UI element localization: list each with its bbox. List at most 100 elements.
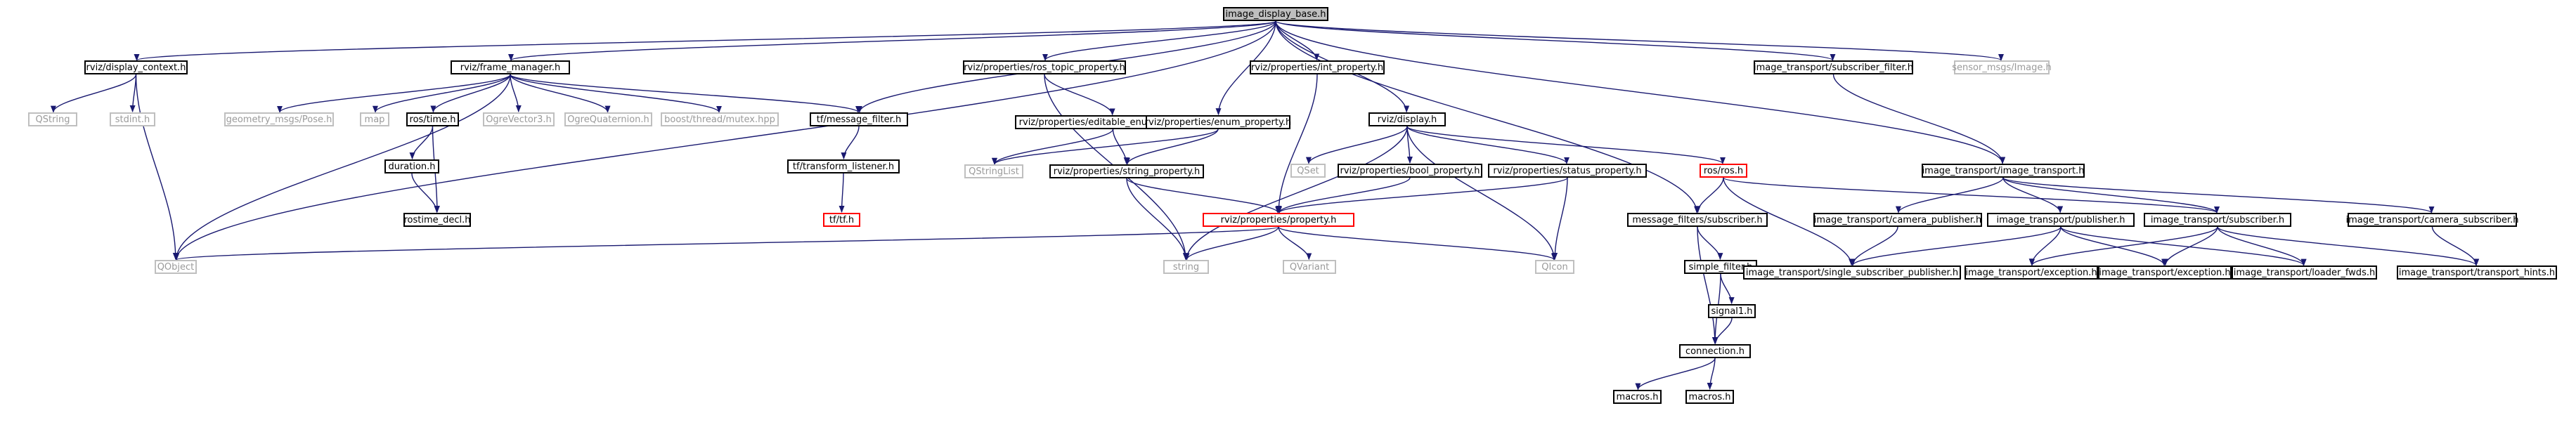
edge-tflistener-to-tftf xyxy=(839,173,845,214)
edge-display-to-statusprop xyxy=(1406,126,1569,164)
graph-node-tfmsgfilter[interactable]: tf/message_filter.h xyxy=(810,112,908,126)
graph-node-rostopic[interactable]: rviz/properties/ros_topic_property.h xyxy=(963,60,1126,74)
graph-node-root[interactable]: image_display_base.h xyxy=(1223,7,1328,21)
edge-rosh-to-sub xyxy=(1723,177,2220,214)
edge-boolprop-to-property xyxy=(1276,177,1411,214)
edge-dispctx-to-stdint xyxy=(129,74,137,113)
edge-enumprop-to-qstringlist xyxy=(992,129,1219,165)
edge-root-to-framemgr xyxy=(508,20,1276,61)
edge-framemgr-to-boostmutex xyxy=(510,74,722,113)
edge-root-to-sensorimg xyxy=(1275,20,2004,61)
edge-dispctx-to-qobject xyxy=(135,74,179,261)
edge-connection-to-macros1 xyxy=(1635,358,1716,391)
edge-imgtransport-to-pub xyxy=(2002,177,2064,214)
edge-editenum-to-qstringlist xyxy=(992,129,1114,165)
edge-imgtransport-to-campub xyxy=(1896,177,2004,214)
edge-root-to-dispctx xyxy=(134,20,1276,61)
edge-enumprop-to-strprop xyxy=(1124,129,1219,165)
graph-node-ogrequat: OgreQuaternion.h xyxy=(564,112,652,126)
edge-statusprop-to-qicon xyxy=(1552,177,1568,261)
edge-framemgr-to-map xyxy=(373,74,511,113)
graph-node-strprop[interactable]: rviz/properties/string_property.h xyxy=(1049,164,1204,178)
graph-node-signal1[interactable]: signal1.h xyxy=(1708,304,1756,318)
graph-node-pub[interactable]: image_transport/publisher.h xyxy=(1987,213,2135,227)
graph-node-map: map xyxy=(360,112,389,126)
edge-msgfiltsub-to-simplefilter xyxy=(1697,226,1723,261)
graph-node-enumprop[interactable]: rviz/properties/enum_property.h xyxy=(1145,115,1291,129)
graph-node-boostmutex: boost/thread/mutex.hpp xyxy=(661,112,779,126)
graph-node-boolprop[interactable]: rviz/properties/bool_property.h xyxy=(1338,164,1482,178)
edge-property-to-qobject xyxy=(174,226,1279,261)
edge-camsub-to-transporthints xyxy=(2431,226,2480,266)
graph-node-qobject: QObject xyxy=(155,260,197,274)
edge-campub-to-singlesubpub xyxy=(1849,226,1898,266)
edge-root-to-msgfiltsub xyxy=(1275,20,1700,214)
graph-node-sub[interactable]: image_transport/subscriber.h xyxy=(2144,213,2291,227)
graph-node-campub[interactable]: image_transport/camera_publisher.h xyxy=(1813,213,1982,227)
graph-node-qicon: QIcon xyxy=(1535,260,1574,274)
graph-node-ogrevec: OgreVector3.h xyxy=(483,112,555,126)
edge-tfmsgfilter-to-tflistener xyxy=(841,126,860,160)
edge-display-to-qicon xyxy=(1406,126,1558,261)
graph-node-framemgr[interactable]: rviz/frame_manager.h xyxy=(451,60,570,74)
graph-node-tflistener[interactable]: tf/transform_listener.h xyxy=(787,159,900,173)
graph-node-display[interactable]: rviz/display.h xyxy=(1368,112,1446,126)
graph-node-simplefilter[interactable]: simple_filter.h xyxy=(1684,260,1757,274)
edge-subfilter-to-imgtransport xyxy=(1832,74,2006,164)
graph-node-sensorimg: sensor_msgs/Image.h xyxy=(1952,60,2052,74)
graph-node-msgfiltsub[interactable]: message_filters/subscriber.h xyxy=(1627,213,1768,227)
edge-framemgr-to-ogrevec xyxy=(510,74,522,113)
edge-pub-to-exc2 xyxy=(2060,226,2167,266)
edge-root-to-enumprop xyxy=(1215,20,1276,116)
graph-node-rosh[interactable]: ros/ros.h xyxy=(1700,164,1747,178)
graph-node-exc1[interactable]: image_transport/exception.h xyxy=(1965,265,2098,280)
graph-node-macros1[interactable]: macros.h xyxy=(1613,390,1662,404)
edge-framemgr-to-tfmsgfilter xyxy=(510,74,861,113)
edge-intprop-to-property xyxy=(1276,74,1318,214)
graph-node-connection[interactable]: connection.h xyxy=(1679,344,1751,358)
edge-pub-to-singlesubpub xyxy=(1850,226,2062,266)
edge-root-to-imgtransport xyxy=(1275,20,2005,164)
graph-node-rostimedecl[interactable]: rostime_decl.h xyxy=(403,213,471,227)
graph-node-qstringlist: QStringList xyxy=(964,164,1023,178)
edge-sub-to-loaderfwds xyxy=(2217,226,2307,266)
graph-node-loaderfwds[interactable]: image_transport/loader_fwds.h xyxy=(2232,265,2377,280)
edge-sub-to-exc2 xyxy=(2162,226,2218,266)
edge-signal1-to-connection xyxy=(1712,317,1733,345)
edge-root-to-subfilter xyxy=(1275,20,1836,61)
graph-node-qstring: QString xyxy=(28,112,77,126)
graph-node-rostime[interactable]: ros/time.h xyxy=(406,112,459,126)
edge-property-to-qvariant xyxy=(1278,226,1312,261)
graph-node-statusprop[interactable]: rviz/properties/status_property.h xyxy=(1488,164,1647,178)
edge-sub-to-exc1 xyxy=(2029,226,2218,266)
graph-node-duration[interactable]: duration.h xyxy=(384,159,439,173)
edge-simplefilter-to-signal1 xyxy=(1720,273,1735,305)
edge-layer xyxy=(50,20,2480,391)
graph-node-intprop[interactable]: rviz/properties/int_property.h xyxy=(1250,60,1385,74)
edge-display-to-string xyxy=(1184,126,1408,261)
graph-node-macros2[interactable]: macros.h xyxy=(1685,390,1734,404)
graph-node-property[interactable]: rviz/properties/property.h xyxy=(1203,213,1354,227)
graph-node-exc2[interactable]: image_transport/exception.h xyxy=(2098,265,2232,280)
graph-node-stdint: stdint.h xyxy=(110,112,155,126)
edge-editenum-to-strprop xyxy=(1112,129,1130,165)
graph-node-tftf[interactable]: tf/tf.h xyxy=(823,213,860,227)
graph-node-transporthints[interactable]: image_transport/transport_hints.h xyxy=(2397,265,2557,280)
edge-display-to-qset xyxy=(1306,126,1408,164)
graph-node-dispctx[interactable]: rviz/display_context.h xyxy=(84,60,188,74)
edge-pub-to-loaderfwds xyxy=(2060,226,2307,266)
edge-framemgr-to-ogrequat xyxy=(510,74,611,113)
edge-framemgr-to-qobject xyxy=(173,74,511,261)
edge-msgfiltsub-to-connection xyxy=(1697,226,1718,345)
edge-dispctx-to-qstring xyxy=(50,74,137,113)
edge-imgtransport-to-camsub xyxy=(2002,177,2435,214)
edge-property-to-string xyxy=(1184,226,1279,261)
edge-duration-to-rostimedecl xyxy=(411,173,440,214)
edge-framemgr-to-geompose xyxy=(277,74,511,113)
graph-node-subfilter[interactable]: image_transport/subscriber_filter.h xyxy=(1754,60,1913,74)
edge-sub-to-transporthints xyxy=(2217,226,2479,266)
edge-rosh-to-msgfiltsub xyxy=(1695,177,1724,214)
graph-node-singlesubpub[interactable]: image_transport/single_subscriber_publis… xyxy=(1743,265,1961,280)
graph-node-camsub[interactable]: image_transport/camera_subscriber.h xyxy=(2346,213,2518,227)
graph-node-imgtransport[interactable]: image_transport/image_transport.h xyxy=(1922,164,2085,178)
